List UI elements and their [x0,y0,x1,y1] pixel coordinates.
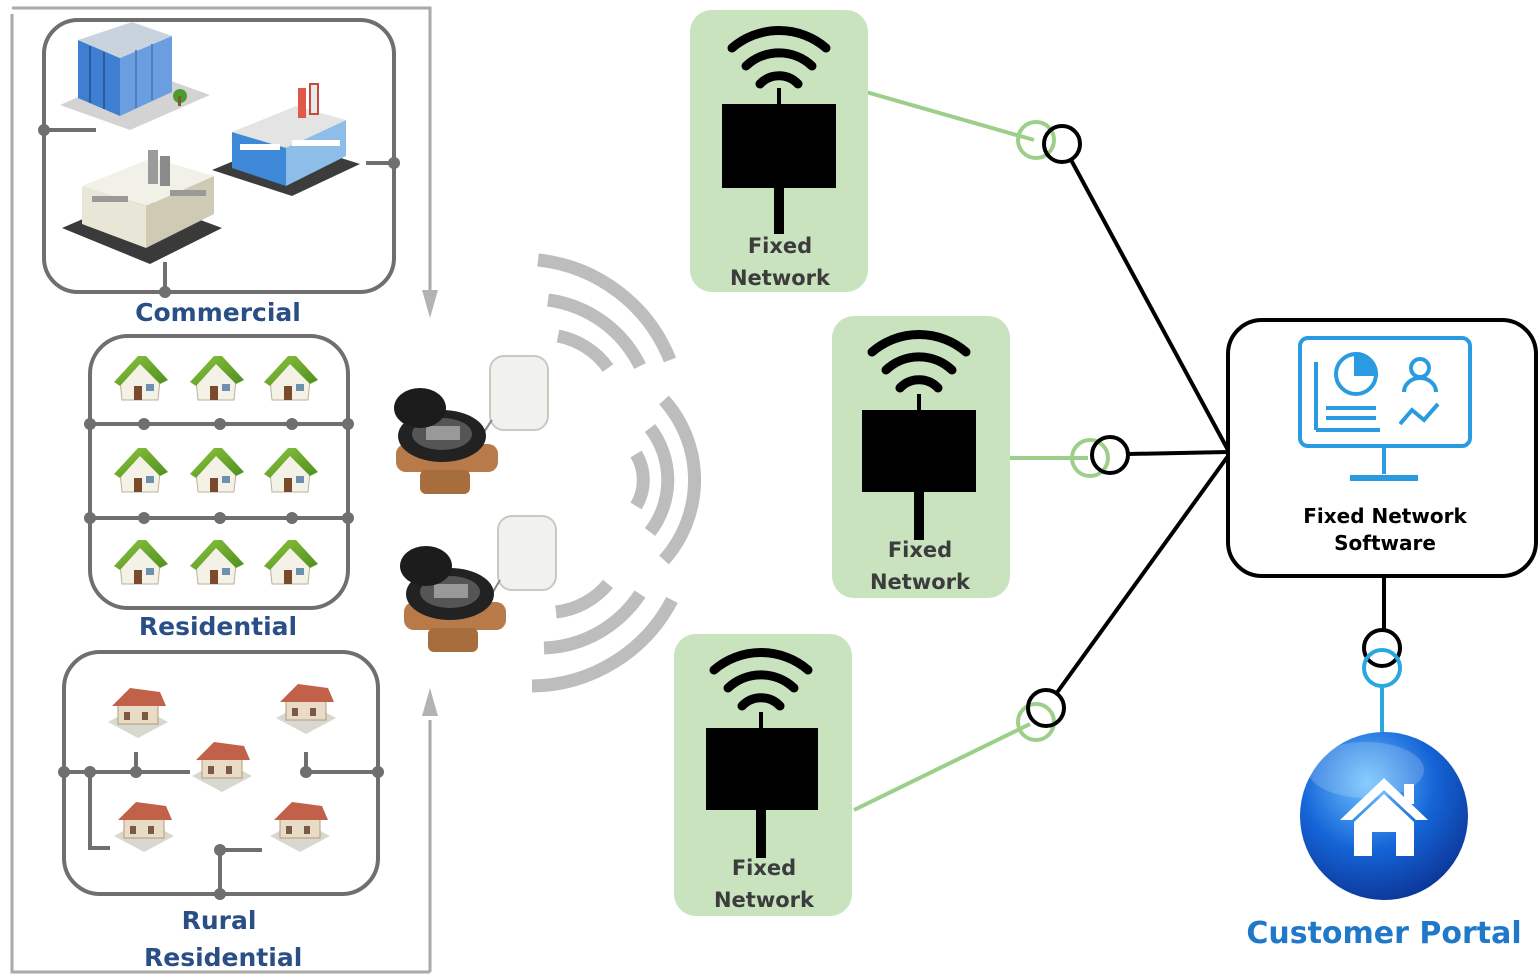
wifi-icon [867,330,971,393]
water-meter-with-transmitter [400,515,557,652]
water-meter-with-transmitter [394,355,549,494]
radio-transmitter-icon [497,515,557,591]
commercial-segment [38,18,400,298]
fixed-network-software-box [1226,318,1538,578]
wifi-icon [727,26,831,89]
factory-icon [62,150,222,264]
up-arrow-icon [422,688,438,716]
radio-signal-icon [531,253,702,693]
rural-residential-segment [58,650,384,900]
customer-segments-panel [10,6,438,974]
residential-label: Residential [138,612,298,641]
rural-residential-label: Rural Residential [144,906,303,972]
gateway-device-icon [862,394,976,540]
water-meter-icon [400,546,506,652]
customer-portal-label: Customer Portal [1246,916,1522,951]
gateway-3 [674,634,852,916]
down-arrow-icon [422,290,438,318]
gateway-3-label: Fixed Network [713,856,814,912]
network-links [853,90,1402,812]
gateway-device-icon [706,712,818,858]
factory-icon [212,83,360,196]
home-button-icon [1300,732,1468,900]
office-building-icon [60,22,210,130]
residential-segment [84,334,354,610]
water-meter-icon [394,388,498,494]
gateway-1 [690,10,868,292]
gateway-2-label: Fixed Network [869,538,970,594]
commercial-label: Commercial [135,298,301,327]
monitor-dashboard-icon [1298,336,1472,481]
gateway-2 [832,316,1010,598]
fixed-network-software-label: Fixed Network Software [1303,504,1467,555]
wifi-icon [709,648,813,711]
gateway-device-icon [722,88,836,234]
gateway-1-label: Fixed Network [729,234,830,290]
radio-transmitter-icon [489,355,549,431]
